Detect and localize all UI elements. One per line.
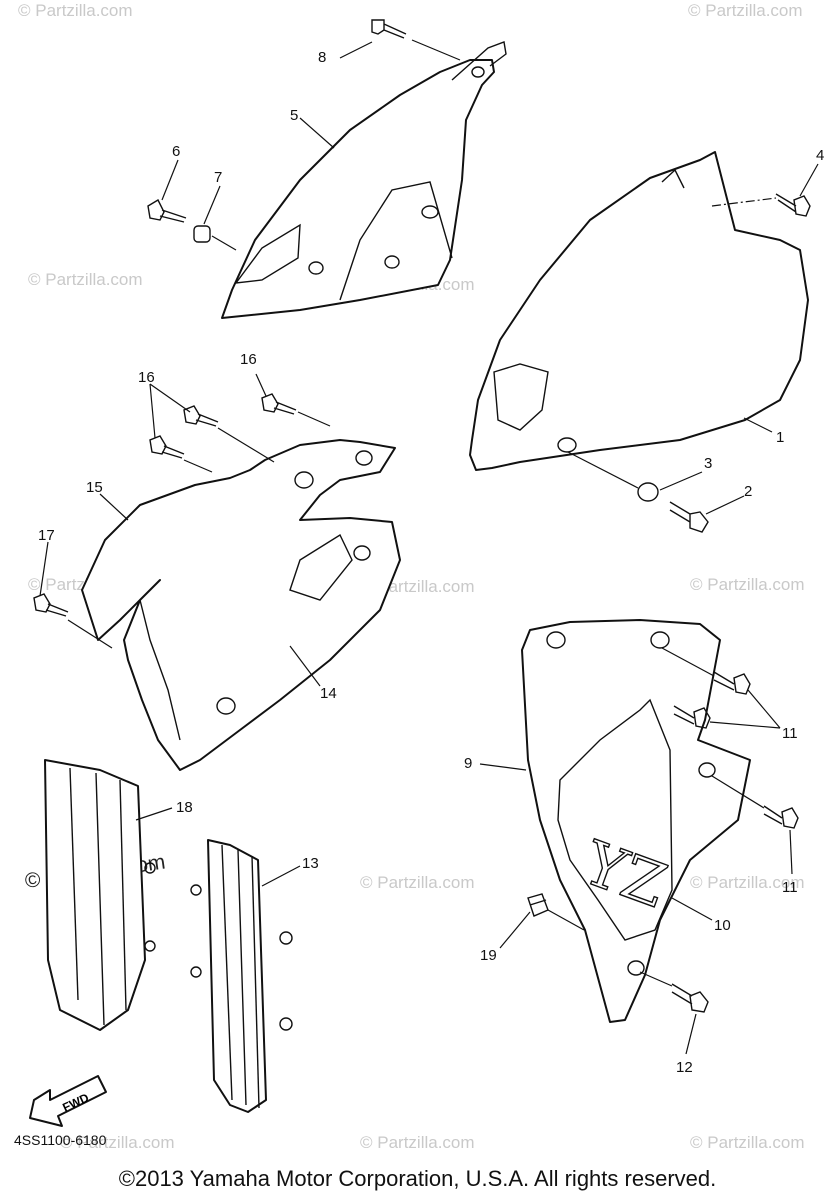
copyright-notice: ©2013 Yamaha Motor Corporation, U.S.A. A… xyxy=(118,1166,717,1191)
callout-15: 15 xyxy=(86,479,103,496)
diagram-code: 4SS1100-6180 xyxy=(14,1132,107,1148)
watermark: © Partzilla.com xyxy=(690,1133,805,1152)
fwd-arrow: FWD xyxy=(29,1075,107,1127)
part-9-shroud[interactable]: YZ xyxy=(521,619,751,1023)
leader-lines xyxy=(39,41,819,1055)
callout-13: 13 xyxy=(302,855,319,872)
callout-16-upper: 16 xyxy=(240,351,257,368)
callout-12: 12 xyxy=(676,1059,693,1076)
callout-9: 9 xyxy=(464,755,472,772)
part-1-side-panel[interactable] xyxy=(469,151,809,471)
watermark: © Partzilla.com xyxy=(60,1133,175,1152)
watermark: © Partzilla.com xyxy=(690,873,805,892)
part-15-shroud[interactable] xyxy=(81,439,401,771)
callout-19: 19 xyxy=(480,947,497,964)
callout-18: 18 xyxy=(176,799,193,816)
callout-16-lower: 16 xyxy=(138,369,155,386)
callout-2: 2 xyxy=(744,483,752,500)
part-5-side-cover[interactable] xyxy=(221,41,507,319)
watermark: © Partzilla.com xyxy=(690,575,805,594)
callout-6: 6 xyxy=(172,143,180,160)
callout-14: 14 xyxy=(320,685,337,702)
callout-8: 8 xyxy=(318,49,326,66)
callout-4: 4 xyxy=(816,147,824,164)
callout-10: 10 xyxy=(714,917,731,934)
part-13-louver[interactable] xyxy=(207,839,267,1113)
watermark: © Partzilla.com xyxy=(360,873,475,892)
callouts: 8 5 6 7 4 1 3 2 16 16 15 17 14 9 11 11 1… xyxy=(38,49,824,1076)
callout-17: 17 xyxy=(38,527,55,544)
callout-3: 3 xyxy=(704,455,712,472)
callout-11-lower: 11 xyxy=(782,879,798,896)
watermark: © Partzilla.com xyxy=(360,1133,475,1152)
callout-11-upper: 11 xyxy=(782,725,798,742)
watermark: © Partzilla.com xyxy=(688,1,803,20)
watermark: © Partzilla.com xyxy=(28,270,143,289)
callout-7: 7 xyxy=(214,169,222,186)
callout-1: 1 xyxy=(776,429,784,446)
watermark: © Partzilla.com xyxy=(18,1,133,20)
part-18-radiator-guard[interactable] xyxy=(44,759,146,1031)
callout-5: 5 xyxy=(290,107,298,124)
fasteners xyxy=(33,19,811,1031)
